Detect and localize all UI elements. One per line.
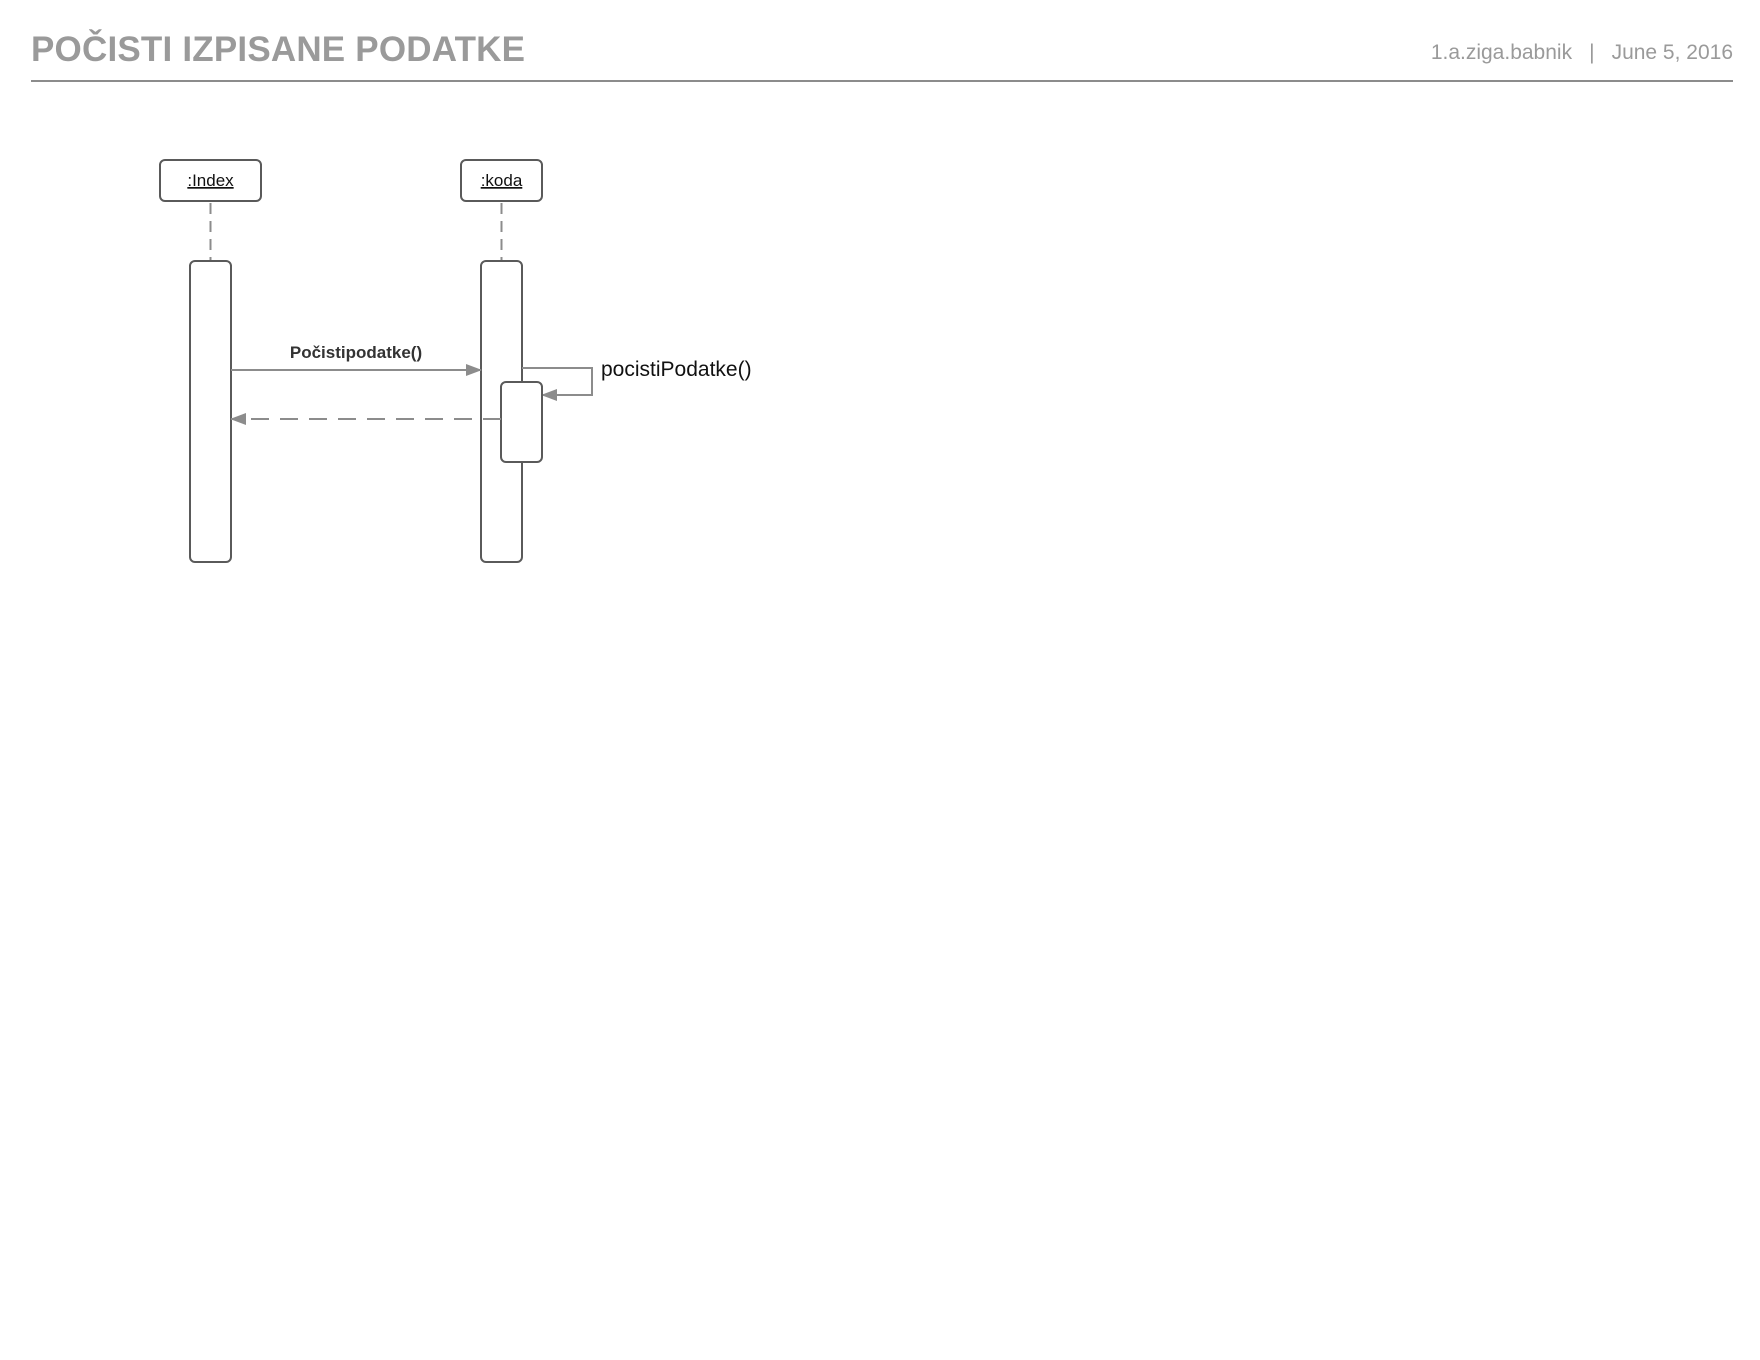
message-pocistipodatke: Počistipodatke() — [231, 343, 482, 376]
date-label: June 5, 2016 — [1611, 41, 1733, 64]
author-label: 1.a.ziga.babnik — [1430, 41, 1573, 64]
message-self-pocistipodatke-label: pocistiPodatke() — [601, 358, 752, 381]
page-meta: 1.a.ziga.babnik | June 5, 2016 — [1431, 41, 1733, 65]
message-self-pocistipodatke-arrow[interactable] — [522, 367, 593, 401]
lifeline-koda-label: :koda — [481, 171, 523, 190]
meta-separator: | — [1589, 41, 1595, 64]
lifeline-koda-head[interactable] — [460, 159, 543, 202]
activation-koda-self[interactable] — [500, 381, 543, 463]
lifeline-index-head[interactable] — [159, 159, 262, 202]
lifeline-index: :Index — [159, 159, 262, 563]
activation-index[interactable] — [189, 260, 232, 563]
page-title: POČISTI IZPISANE PODATKE — [31, 30, 526, 69]
page-header: POČISTI IZPISANE PODATKE 1.a.ziga.babnik… — [31, 22, 1733, 82]
message-self-pocistipodatke: pocistiPodatke() — [500, 358, 752, 463]
lifeline-index-label: :Index — [187, 171, 234, 190]
lifeline-koda: :koda — [460, 159, 543, 563]
message-pocistipodatke-label: Počistipodatke() — [290, 343, 422, 362]
